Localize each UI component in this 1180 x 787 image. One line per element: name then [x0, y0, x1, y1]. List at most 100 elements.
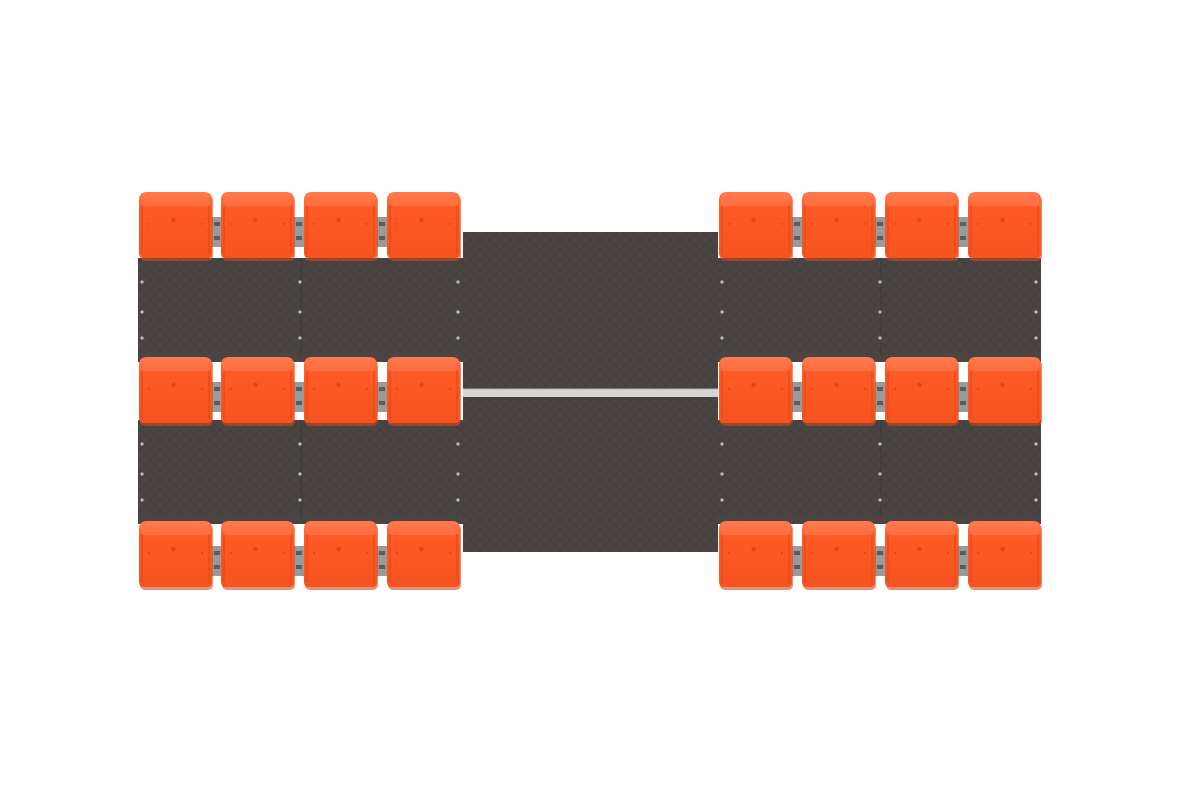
seat-backrest — [887, 523, 956, 535]
deck-bolt — [456, 498, 460, 502]
seat-fixing — [253, 546, 258, 552]
seat-fixing — [419, 546, 424, 552]
seat-shell — [802, 521, 875, 587]
seat-frame-bracket — [794, 387, 800, 391]
right-upper-deck — [718, 258, 1041, 355]
deck-bolt — [298, 336, 302, 340]
seat-frame-bracket — [960, 551, 966, 555]
deck-bolt — [878, 280, 882, 284]
right-lower-deck — [718, 420, 1041, 517]
seat-frame — [875, 217, 885, 247]
seat-frame — [377, 546, 387, 576]
seat-fixing — [171, 546, 176, 552]
seat-frame-bracket — [794, 565, 800, 569]
seat-frame-bracket — [296, 551, 302, 555]
seat-shell — [221, 521, 294, 587]
seat-backrest — [721, 523, 790, 535]
stadium-seat — [304, 521, 378, 590]
seat-frame — [958, 217, 968, 247]
seat-shell — [387, 192, 460, 258]
stadium-seat — [719, 357, 793, 426]
stadium-seat — [968, 192, 1042, 261]
deck-bolt — [456, 280, 460, 284]
seat-fixing — [171, 217, 176, 223]
seat-backrest — [887, 359, 956, 371]
seat-frame-bracket — [877, 387, 883, 391]
seat-backrest — [804, 359, 873, 371]
stadium-seat — [885, 357, 959, 426]
deck-bolt — [298, 498, 302, 502]
seat-frame-bracket — [214, 236, 220, 240]
seat-frame — [212, 217, 222, 247]
stadium-seat — [968, 357, 1042, 426]
deck-bolt — [140, 280, 144, 284]
stadium-seat — [139, 357, 213, 426]
seat-frame-bracket — [214, 565, 220, 569]
stadium-seat — [802, 192, 876, 261]
stadium-seat — [221, 357, 295, 426]
seat-frame-bracket — [296, 565, 302, 569]
seat-backrest — [970, 523, 1039, 535]
deck-bolt — [720, 336, 724, 340]
seat-frame-bracket — [379, 551, 385, 555]
seat-frame-bracket — [877, 401, 883, 405]
seat-frame — [377, 217, 387, 247]
center-walkway-upper — [463, 232, 718, 390]
stadium-seat — [968, 521, 1042, 590]
seat-frame-bracket — [960, 236, 966, 240]
seat-frame-bracket — [877, 236, 883, 240]
deck-bolt — [298, 310, 302, 314]
seat-shell — [968, 192, 1041, 258]
deck-bolt — [1034, 336, 1038, 340]
seat-frame — [875, 546, 885, 576]
seat-fixing — [1000, 217, 1005, 223]
seat-backrest — [223, 359, 292, 371]
deck-bolt — [140, 442, 144, 446]
stadium-seat — [221, 192, 295, 261]
seat-fixing — [253, 217, 258, 223]
deck-bolt — [298, 280, 302, 284]
seat-shell — [139, 192, 212, 258]
seat-frame-bracket — [960, 401, 966, 405]
seat-frame — [294, 217, 304, 247]
seat-backrest — [306, 523, 375, 535]
seat-fixing — [253, 382, 258, 388]
stadium-seat — [802, 357, 876, 426]
stadium-seat — [885, 192, 959, 261]
center-rail — [463, 389, 718, 397]
seat-frame-bracket — [214, 222, 220, 226]
seat-fixing — [336, 217, 341, 223]
seat-fixing — [751, 382, 756, 388]
seat-frame-bracket — [296, 387, 302, 391]
deck-bolt — [878, 498, 882, 502]
seat-frame — [792, 546, 802, 576]
seat-frame-bracket — [379, 401, 385, 405]
seat-frame-bracket — [379, 565, 385, 569]
seat-fixing — [1000, 546, 1005, 552]
deck-bolt — [720, 498, 724, 502]
seat-backrest — [887, 194, 956, 206]
deck-bolt — [456, 310, 460, 314]
seat-frame-bracket — [794, 551, 800, 555]
seat-fixing — [419, 217, 424, 223]
frame-layer — [212, 217, 968, 576]
seat-frame-bracket — [794, 236, 800, 240]
deck-bolt — [298, 472, 302, 476]
seat-frame-bracket — [379, 236, 385, 240]
stadium-seat — [719, 192, 793, 261]
seat-fixing — [1000, 382, 1005, 388]
seat-shell — [387, 521, 460, 587]
seat-frame-bracket — [379, 222, 385, 226]
deck-bolt — [720, 442, 724, 446]
deck-bolt — [140, 336, 144, 340]
seat-backrest — [389, 194, 458, 206]
stadium-seat — [387, 192, 461, 261]
deck-bolt — [1034, 442, 1038, 446]
seat-frame — [212, 546, 222, 576]
deck-strip — [138, 352, 463, 362]
seat-layer — [139, 192, 1042, 590]
seat-frame-bracket — [794, 401, 800, 405]
seat-frame — [377, 382, 387, 412]
seat-frame-bracket — [960, 222, 966, 226]
